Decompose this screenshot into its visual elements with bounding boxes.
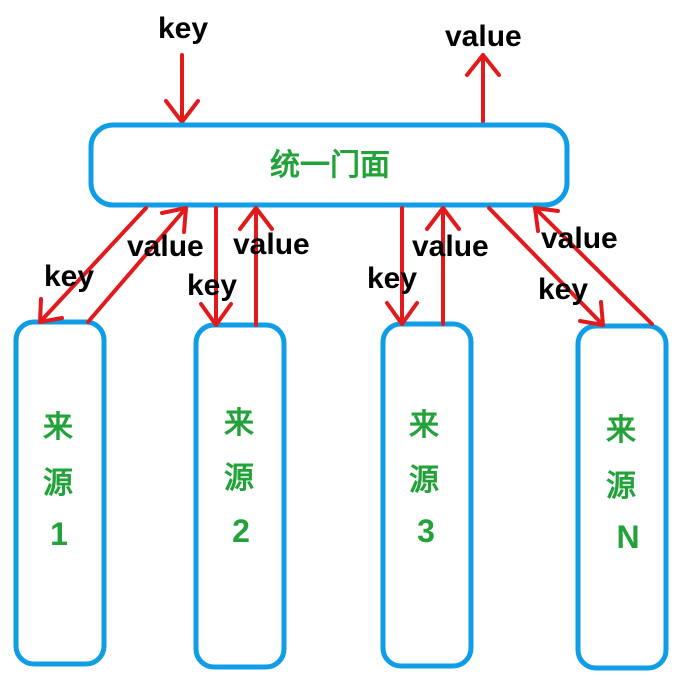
source-2-value-arrow xyxy=(238,206,274,327)
top-key-arrow xyxy=(164,53,200,124)
source-3-key-label: key xyxy=(367,262,417,295)
source-2-char1: 来 xyxy=(224,406,254,441)
source-box-2 xyxy=(193,322,287,670)
source-n-value-arrow xyxy=(533,206,654,326)
source-n-char2: 源 xyxy=(606,469,636,504)
source-3-value-label: value xyxy=(412,230,489,263)
source-3-key-arrow xyxy=(385,206,419,326)
source-n-value-label: value xyxy=(541,222,618,255)
top-key-label: key xyxy=(158,12,208,45)
source-1-char2: 源 xyxy=(43,466,73,501)
source-box-1 xyxy=(13,319,107,667)
source-box-n xyxy=(575,323,669,671)
source-box-3 xyxy=(380,321,474,669)
source-2-key-arrow xyxy=(199,206,233,327)
source-1-key-arrow xyxy=(38,206,148,324)
source-2-id: 2 xyxy=(232,513,250,549)
source-n-id: N xyxy=(616,519,639,555)
facade-box xyxy=(88,122,570,208)
source-3-char1: 来 xyxy=(409,408,439,443)
source-3-char2: 源 xyxy=(409,463,439,498)
source-1-char1: 来 xyxy=(43,410,73,445)
source-n-char1: 来 xyxy=(606,413,636,448)
source-1-value-label: value xyxy=(127,230,204,263)
source-1-value-arrow xyxy=(86,206,188,324)
source-1-key-label: key xyxy=(44,260,94,293)
source-n-key-label: key xyxy=(538,273,588,306)
source-3-id: 3 xyxy=(417,513,435,549)
source-2-key-label: key xyxy=(187,269,237,302)
top-value-arrow xyxy=(465,53,501,127)
source-1-id: 1 xyxy=(50,516,68,552)
source-n-key-arrow xyxy=(487,206,605,327)
facade-label: 统一门面 xyxy=(270,148,390,183)
source-3-value-arrow xyxy=(425,206,461,326)
source-2-char2: 源 xyxy=(224,461,254,496)
top-value-label: value xyxy=(445,20,522,53)
source-2-value-label: value xyxy=(233,228,310,261)
